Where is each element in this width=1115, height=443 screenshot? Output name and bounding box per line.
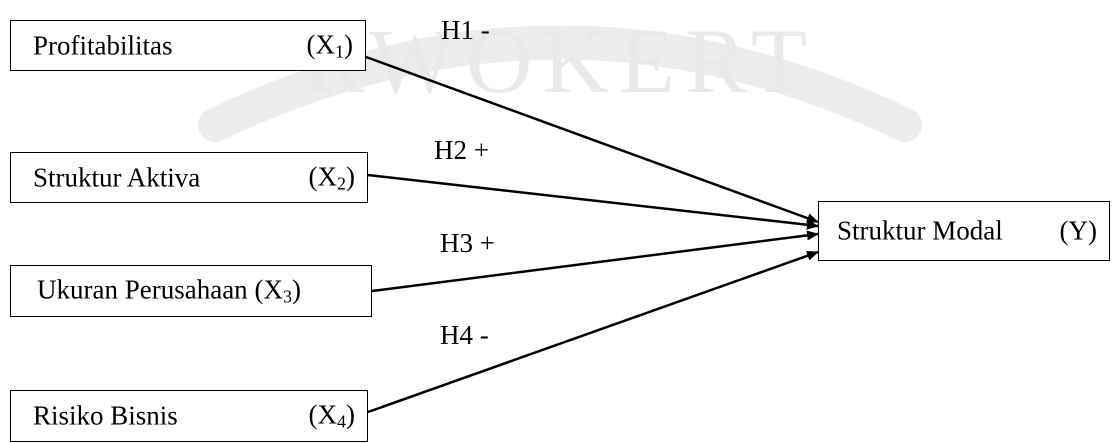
variable-symbol: (X1): [306, 29, 354, 61]
variable-name: Profitabilitas: [33, 30, 173, 60]
hypothesis-h2-label: H2 +: [434, 135, 489, 165]
variable-symbol: (X2): [308, 161, 356, 193]
variable-name: Risiko Bisnis: [33, 400, 178, 431]
struktur-modal-box: Struktur Modal (Y): [818, 201, 1110, 261]
profitabilitas-box: Profitabilitas (X1): [10, 20, 366, 71]
arrow-h4: [367, 250, 819, 414]
arrow-h3: [371, 230, 819, 293]
variable-label: Ukuran Perusahaan (X3): [37, 274, 301, 307]
struktur-aktiva-box: Struktur Aktiva (X2): [10, 152, 368, 203]
variable-symbol: (Y): [1059, 215, 1097, 246]
hypothesis-h1-label: H1 -: [441, 15, 490, 45]
hypothesis-h4-label: H4 -: [440, 320, 489, 350]
arrow-h1: [365, 55, 819, 224]
variable-name: Struktur Aktiva: [33, 162, 201, 192]
variable-symbol: (X4): [308, 399, 356, 432]
variable-name: Struktur Modal: [837, 215, 1003, 246]
ukuran-perusahaan-box: Ukuran Perusahaan (X3): [10, 265, 372, 317]
hypothesis-h3-label: H3 +: [440, 228, 495, 258]
risiko-bisnis-box: Risiko Bisnis (X4): [10, 390, 368, 442]
arrow-h2: [367, 173, 819, 230]
